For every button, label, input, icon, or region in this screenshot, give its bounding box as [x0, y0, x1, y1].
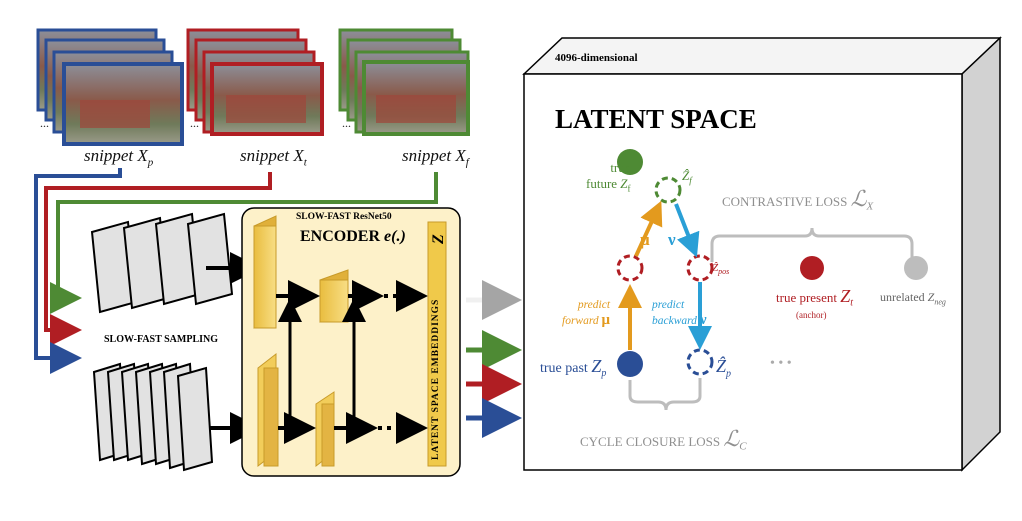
- zf-hat-label: Ẑf: [682, 168, 692, 186]
- node-true-future: [617, 149, 643, 175]
- true-past-label: true past Zp: [540, 356, 607, 379]
- node-unrelated: [904, 256, 928, 280]
- embeddings-bar: [427, 221, 447, 467]
- node-pred-past: [686, 348, 714, 376]
- snippet-label-future: snippet Xf: [402, 146, 469, 169]
- mu-label-top: μ: [640, 230, 650, 249]
- zpos-hat-label: Ẑpos: [712, 262, 730, 277]
- node-pred-future: [654, 176, 682, 204]
- encoder-box: [241, 207, 461, 477]
- latent-title: LATENT SPACE: [555, 104, 757, 134]
- embeddings-label: LATENT SPACE EMBEDDINGS: [431, 298, 441, 460]
- node-true-past: [617, 351, 643, 377]
- stack-dots-past: ...: [40, 116, 49, 130]
- snippet-stack-past: [36, 28, 184, 146]
- zp-hat-label: Ẑp: [716, 356, 732, 380]
- encoder-fast-pathway: [257, 298, 428, 468]
- fast-frames: [92, 362, 214, 472]
- contrastive-loss-label: CONTRASTIVE LOSS ℒX: [722, 186, 874, 213]
- routing-line-future: [50, 172, 438, 314]
- node-true-present: [800, 256, 824, 280]
- slow-frames: [90, 212, 234, 314]
- unrelated-label: unrelated Zneg: [880, 290, 946, 307]
- contrastive-brace: [710, 227, 914, 262]
- snippet-stack-present: [186, 28, 324, 136]
- snippet-label-present: snippet Xt: [240, 146, 307, 169]
- arrow-backward-1: [674, 203, 700, 258]
- nu-label-top: ν: [668, 230, 676, 249]
- ellipsis: • • •: [770, 356, 792, 371]
- dim-label: 4096-dimensional: [555, 52, 638, 64]
- true-present-label: true present Zt: [776, 286, 854, 309]
- snippet-stack-future: [338, 28, 470, 136]
- node-pred-pos: [686, 254, 714, 282]
- node-fwd-mid: [616, 254, 644, 282]
- encoder-arch-label: SLOW-FAST ResNet50: [296, 212, 392, 222]
- cycle-brace: [628, 378, 702, 411]
- routing-line-past: [34, 168, 122, 374]
- routing-line-present: [44, 172, 272, 346]
- stack-dots-future: ...: [342, 116, 351, 130]
- embeddings-symbol: Z: [430, 234, 447, 244]
- arrow-forward-2: [634, 200, 663, 257]
- snippet-label-past: snippet Xp: [84, 146, 154, 169]
- encoder-title: ENCODER e(.): [300, 228, 406, 245]
- latent-cube: [522, 36, 1002, 472]
- sampling-label: SLOW-FAST SAMPLING: [104, 334, 218, 345]
- anchor-label: (anchor): [796, 310, 827, 320]
- cycle-loss-label: CYCLE CLOSURE LOSS ℒC: [580, 426, 747, 453]
- stack-dots-present: ...: [190, 116, 199, 130]
